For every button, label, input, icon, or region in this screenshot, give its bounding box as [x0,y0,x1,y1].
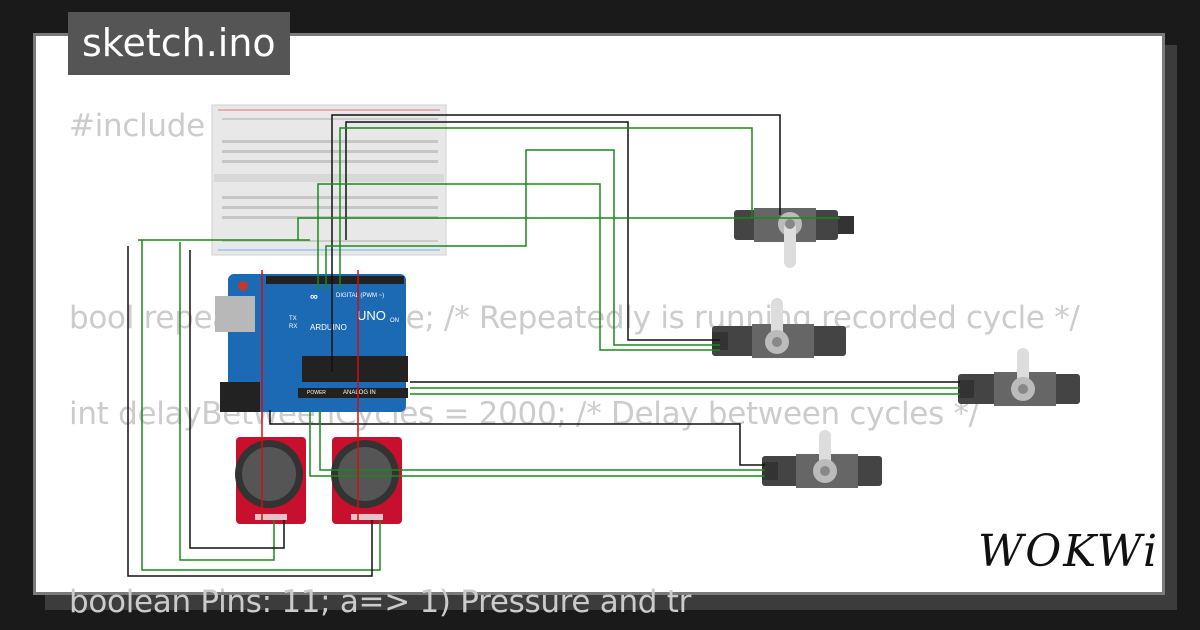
rx-label: RX [289,324,297,330]
code-line-4: boolean Pins: 11; a=> 1) Pressure and tr [69,584,692,620]
servo-3 [958,348,1080,406]
on-label: ON [390,318,399,324]
servo-1 [734,208,854,268]
arduino-uno: ∞ ARDUINO UNO DIGITAL (PWM ~) ANALOG IN … [215,274,408,412]
wokwi-logo: WOKWi [978,526,1160,577]
wires [127,114,960,577]
board-brand-logo: ∞ [310,291,318,303]
digital-label: DIGITAL (PWM ~) [336,293,384,299]
board-model: UNO [357,308,386,323]
joystick-1 [235,437,306,524]
servo-2 [712,298,846,358]
servo-4 [762,430,882,488]
analog-label: ANALOG IN [343,390,376,396]
tx-label: TX [289,316,297,322]
board-brand: ARDUINO [310,323,347,332]
breadboard [211,104,447,256]
power-label: POWER [307,390,326,396]
file-title: sketch.ino [68,12,290,75]
joystick-2 [331,437,402,524]
